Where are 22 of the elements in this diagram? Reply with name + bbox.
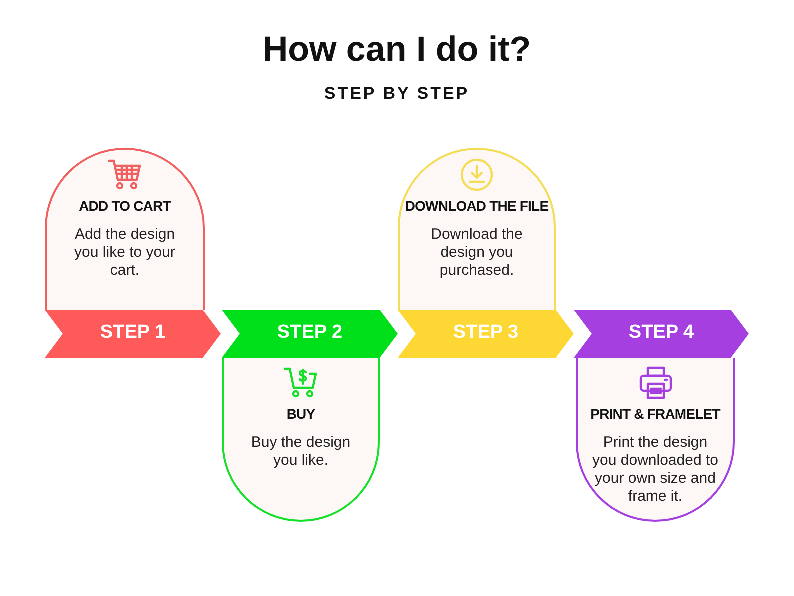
step-heading: PRINT & FRAMELET [590,406,720,422]
chevron-banner [45,310,221,358]
step-label: STEP 3 [452,322,520,344]
step-label: STEP 2 [276,322,344,344]
step-label: STEP 1 [99,322,167,344]
chevron-banner [398,310,574,358]
step-heading: DOWNLOAD THE FILE [405,198,549,214]
chevron-banner [574,310,749,358]
step-heading: ADD TO CART [79,198,171,214]
step-card [398,148,556,310]
step-card [45,148,205,310]
step-card [222,358,380,522]
step-description: Add the design you like to your cart. [74,226,176,280]
step-card [576,358,735,522]
step-description: Buy the design you like. [250,434,352,470]
step-heading: BUY [286,406,316,422]
step-description: Download the design you purchased. [430,226,524,280]
step-description: Print the design you downloaded to your own size and frame it. [592,434,720,506]
subtitle: STEP BY STEP [323,84,471,104]
title: How can I do it? [262,30,532,70]
chevron-banner [222,310,398,358]
step-label: STEP 4 [628,322,696,344]
